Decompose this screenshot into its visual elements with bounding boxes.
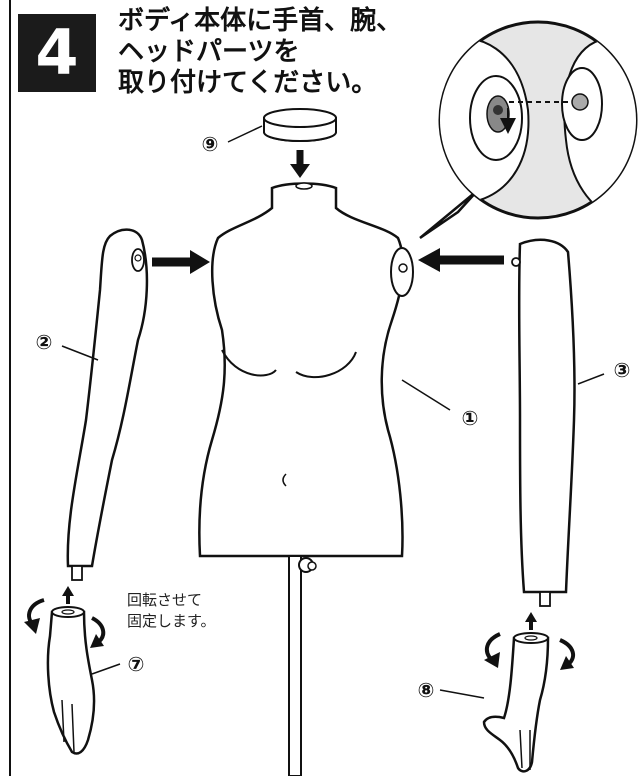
rotate-instruction: 回転させて 固定します。 — [127, 590, 216, 632]
title-line: ボディ本体に手首、腕、 — [118, 6, 403, 36]
torso-body — [198, 182, 414, 558]
part-label-1: ① — [462, 406, 479, 430]
part-label-8: ⑧ — [418, 678, 435, 702]
leader-line-3 — [577, 373, 605, 385]
part-label-7: ⑦ — [128, 652, 145, 676]
head-cap-part — [263, 108, 337, 142]
leader-line-2 — [61, 345, 99, 361]
left-arm-arrow-head — [190, 250, 210, 274]
step-number-badge: 4 — [18, 14, 96, 92]
rotate-arrowhead-right-b — [560, 656, 574, 670]
stand-pole — [288, 555, 317, 776]
rotate-arrowhead-left-a — [24, 618, 40, 634]
step-title: ボディ本体に手首、腕、 ヘッドパーツを 取り付けてください。 — [118, 6, 403, 99]
down-arrow-head — [290, 164, 310, 178]
leader-line-9 — [227, 125, 263, 143]
leader-line-1 — [401, 379, 451, 411]
part-label-2: ② — [36, 330, 53, 354]
right-hand-part — [482, 632, 550, 773]
up-arrow-left-head — [62, 586, 74, 596]
up-arrow-right-head — [525, 612, 537, 622]
left-hand-part — [46, 606, 96, 755]
part-label-9: ⑨ — [202, 132, 219, 156]
leader-line-8 — [439, 689, 485, 699]
detail-callout — [419, 20, 638, 240]
leader-line-7 — [91, 663, 121, 675]
instruction-line: 回転させて — [127, 591, 203, 609]
title-line: ヘッドパーツを — [118, 37, 300, 67]
title-line: 取り付けてください。 — [118, 68, 378, 98]
part-label-3: ③ — [614, 358, 631, 382]
right-arm-arrow-head — [418, 248, 440, 272]
left-arm-part — [66, 228, 149, 581]
instruction-line: 固定します。 — [127, 612, 216, 630]
right-arm-part — [511, 238, 576, 607]
rotate-arrowhead-right-a — [484, 652, 500, 668]
rotate-arrowhead-left-b — [90, 634, 104, 648]
